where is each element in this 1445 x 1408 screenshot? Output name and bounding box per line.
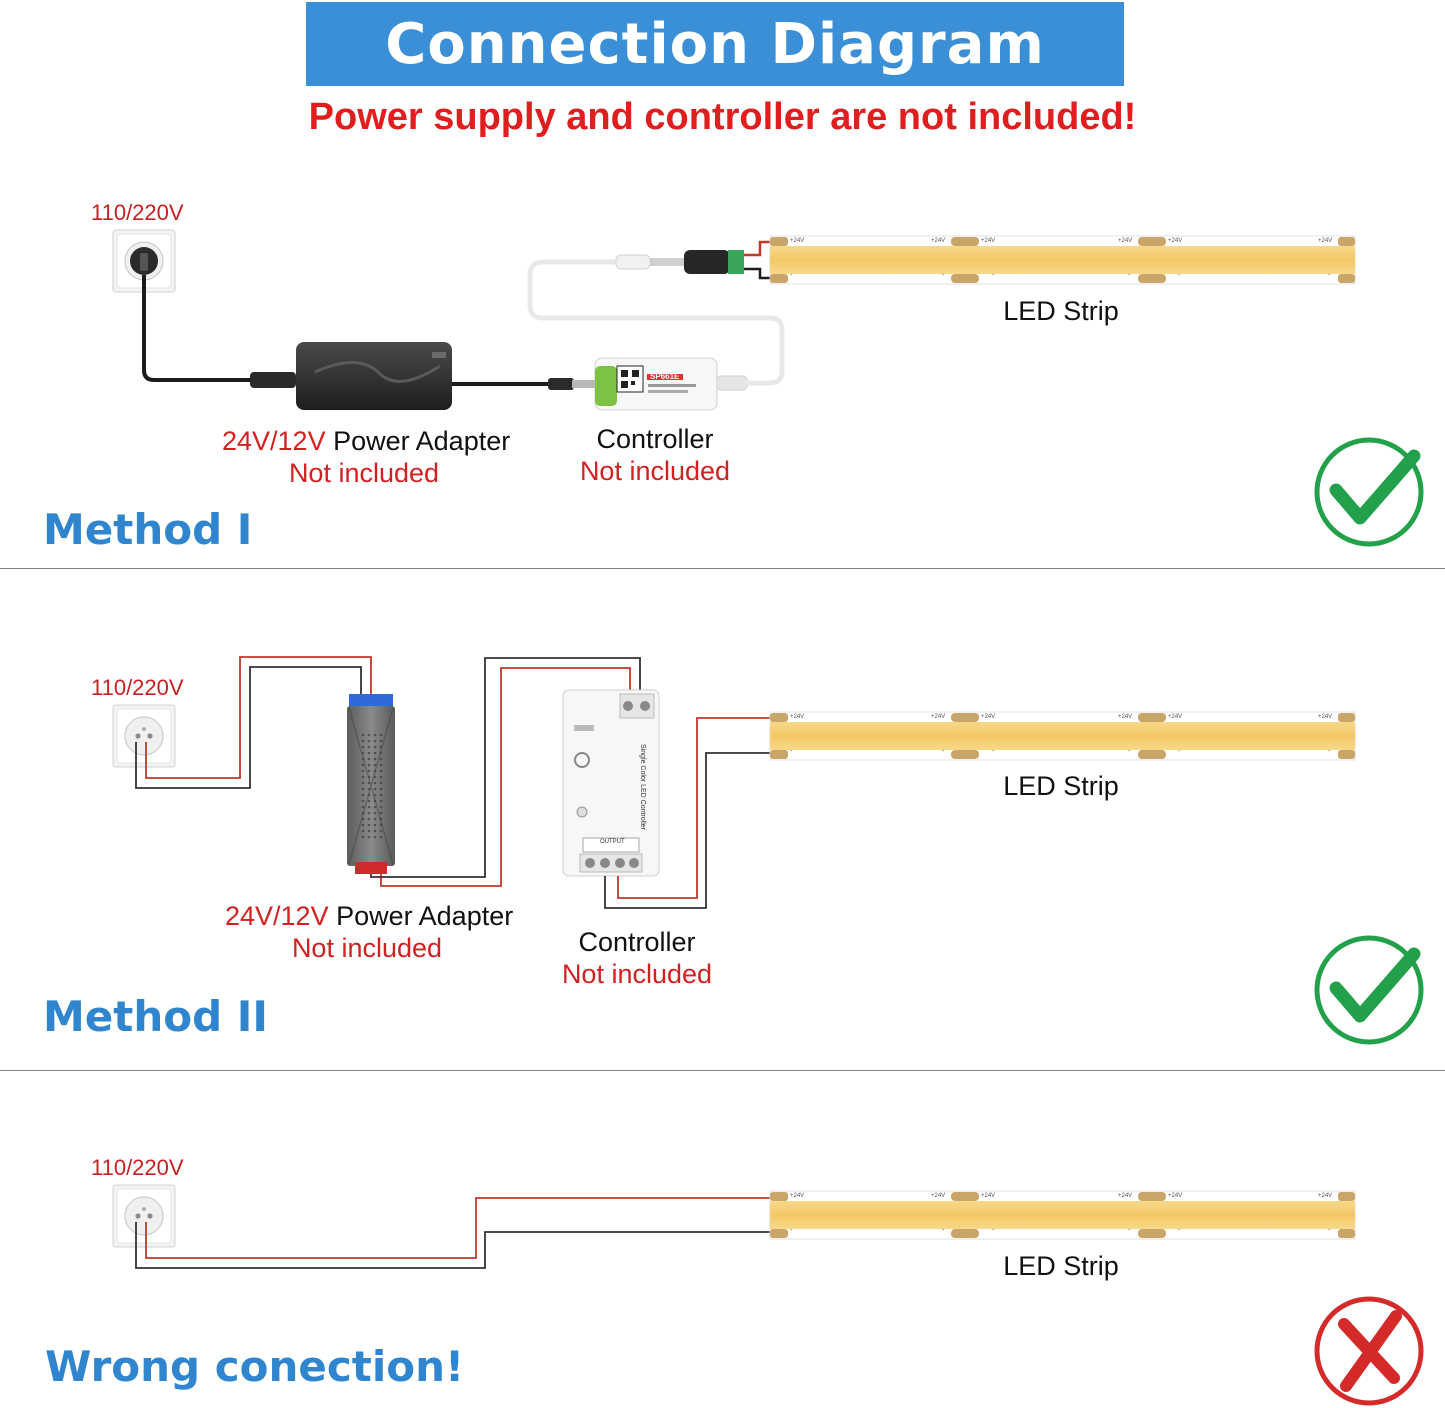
strip-plus-mark: +24V bbox=[1318, 238, 1333, 244]
strip-minus-mark: - bbox=[790, 748, 793, 755]
controller-label: Controller bbox=[578, 927, 696, 957]
led-strip-icon bbox=[769, 1190, 1356, 1240]
strip-plus-mark: +24V bbox=[1118, 714, 1133, 720]
controller-status: Not included bbox=[579, 456, 731, 486]
strip-minus-mark: - bbox=[992, 272, 995, 279]
strip-plus-mark: +24V bbox=[931, 238, 946, 244]
strip-minus-mark: - bbox=[992, 748, 995, 755]
adapter-name: Power Adapter bbox=[333, 426, 511, 456]
voltage-label: 110/220V bbox=[91, 675, 184, 700]
adapter-status: Not included bbox=[291, 933, 443, 963]
strip-plus-mark: +24V bbox=[931, 1193, 946, 1199]
adapter-status: Not included bbox=[288, 458, 440, 488]
strip-plus-mark: +24V bbox=[981, 1193, 996, 1199]
adapter-voltage: 24V/12V bbox=[225, 901, 329, 931]
strip-plus-mark: +24V bbox=[981, 714, 996, 720]
adapter-voltage: 24V/12V bbox=[222, 426, 326, 456]
led-strip-label: LED Strip bbox=[1003, 296, 1119, 326]
strip-minus-mark: - bbox=[1328, 272, 1331, 279]
strip-minus-mark: - bbox=[942, 748, 945, 755]
strip-plus-mark: +24V bbox=[981, 238, 996, 244]
strip-plus-mark: +24V bbox=[1118, 1193, 1133, 1199]
controller-model-label: SP661E bbox=[650, 372, 680, 381]
wrong-connection-title: Wrong conection! bbox=[45, 1342, 465, 1391]
strip-plus-mark: +24V bbox=[790, 238, 805, 244]
wall-socket-icon bbox=[112, 704, 176, 768]
single-color-controller-icon bbox=[562, 689, 660, 877]
controller-label: Controller bbox=[596, 424, 714, 454]
led-strip-icon bbox=[769, 235, 1356, 285]
strip-plus-mark: +24V bbox=[1168, 1193, 1183, 1199]
led-strip-icon bbox=[769, 711, 1356, 761]
led-strip-label: LED Strip bbox=[1003, 1251, 1119, 1281]
section-divider bbox=[0, 1070, 1445, 1071]
strip-minus-mark: - bbox=[992, 1227, 995, 1234]
strip-plus-mark: +24V bbox=[790, 714, 805, 720]
strip-plus-mark: +24V bbox=[931, 714, 946, 720]
method2-graphics bbox=[112, 656, 1356, 909]
adapter-label: 24V/12V Power Adapter bbox=[222, 426, 510, 457]
method2-title: Method II bbox=[43, 992, 269, 1041]
page-title: Connection Diagram bbox=[385, 11, 1045, 77]
method1-title: Method I bbox=[43, 505, 253, 554]
cross-icon bbox=[1314, 1296, 1424, 1406]
strip-plus-mark: +24V bbox=[1318, 1193, 1333, 1199]
check-icon bbox=[1314, 935, 1424, 1045]
led-strip-label: LED Strip bbox=[1003, 771, 1119, 801]
controller-output-label: OUTPUT bbox=[600, 839, 625, 845]
strip-minus-mark: - bbox=[1178, 272, 1181, 279]
strip-plus-mark: +24V bbox=[1318, 714, 1333, 720]
strip-minus-mark: - bbox=[942, 1227, 945, 1234]
power-adapter-icon bbox=[296, 342, 452, 410]
title-banner: Connection Diagram bbox=[306, 2, 1124, 86]
strip-plus-mark: +24V bbox=[790, 1193, 805, 1199]
strip-minus-mark: - bbox=[1128, 748, 1131, 755]
wall-socket-icon bbox=[112, 1184, 176, 1248]
strip-minus-mark: - bbox=[1178, 1227, 1181, 1234]
voltage-label: 110/220V bbox=[91, 200, 184, 225]
strip-minus-mark: - bbox=[1178, 748, 1181, 755]
strip-minus-mark: - bbox=[1328, 1227, 1331, 1234]
adapter-name: Power Adapter bbox=[336, 901, 514, 931]
strip-minus-mark: - bbox=[1328, 748, 1331, 755]
strip-minus-mark: - bbox=[942, 272, 945, 279]
strip-plus-mark: +24V bbox=[1168, 238, 1183, 244]
adapter-label: 24V/12V Power Adapter bbox=[225, 901, 513, 932]
controller-status: Not included bbox=[561, 959, 713, 989]
dc-connector-icon bbox=[684, 250, 730, 274]
method1-graphics bbox=[112, 229, 1356, 411]
strip-minus-mark: - bbox=[1128, 272, 1131, 279]
strip-minus-mark: - bbox=[1128, 1227, 1131, 1234]
section-divider bbox=[0, 568, 1445, 569]
strip-plus-mark: +24V bbox=[1168, 714, 1183, 720]
strip-minus-mark: - bbox=[790, 1227, 793, 1234]
controller-title-label: Single Color LED Controller bbox=[639, 744, 646, 830]
strip-minus-mark: - bbox=[790, 272, 793, 279]
voltage-label: 110/220V bbox=[91, 1155, 184, 1180]
not-included-warning: Power supply and controller are not incl… bbox=[308, 96, 1137, 138]
method3-graphics bbox=[112, 1184, 1356, 1269]
strip-plus-mark: +24V bbox=[1118, 238, 1133, 244]
check-icon bbox=[1314, 437, 1424, 547]
